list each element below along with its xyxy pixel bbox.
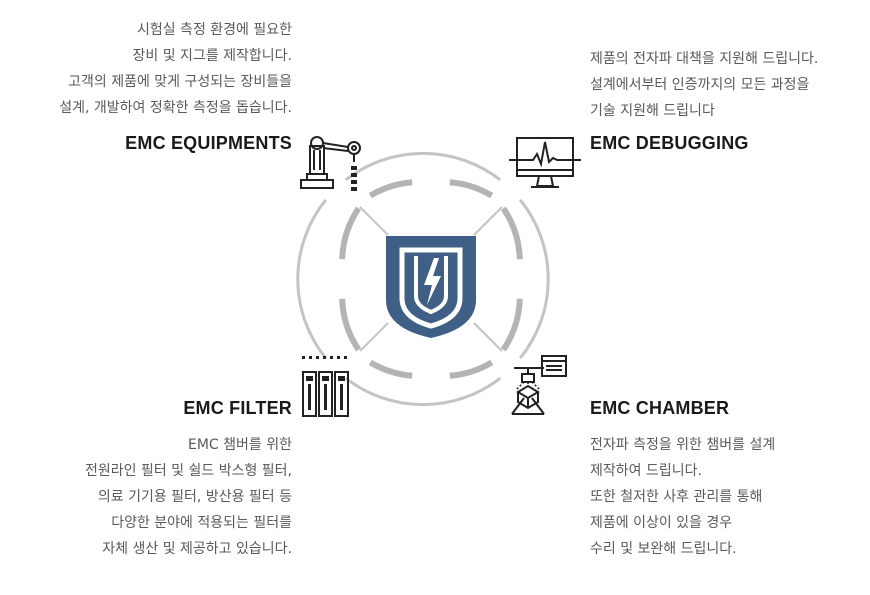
filter-line: 자체 생산 및 제공하고 있습니다. [102,541,292,557]
debugging-line: 설계에서부터 인증까지의 모든 과정을 [590,77,810,93]
equipments-line: 시험실 측정 환경에 필요한 [136,22,292,38]
filter-line: EMC 챔버를 위한 [187,437,292,453]
inner-ring [339,179,523,379]
robot-arm-icon [300,136,361,191]
chamber-description: 전자파 측정을 위한 챔버를 설계 제작하여 드립니다. 또한 철저한 사후 관… [590,432,775,562]
monitor-waveform-icon [509,137,581,188]
debugging-line: 제품의 전자파 대책을 지원해 드립니다. [590,51,819,67]
chamber-line: 수리 및 보완해 드립니다. [590,541,737,557]
chamber-title: EMC CHAMBER [590,398,730,418]
chamber-line: 제작하여 드립니다. [590,463,702,479]
filter-description: EMC 챔버를 위한 전원라인 필터 및 쉴드 박스형 필터, 의료 기기용 필… [85,432,292,562]
chamber-line: 제품에 이상이 있을 경우 [590,515,733,531]
filter-line: 다양한 분야에 적용되는 필터를 [111,515,292,531]
chamber-line: 전자파 측정을 위한 챔버를 설계 [590,437,776,453]
chamber-antenna-icon [511,355,567,415]
filter-line: 의료 기기용 필터, 방산용 필터 등 [97,489,292,505]
filter-title: EMC FILTER [183,398,292,418]
shield-lightning-icon [386,236,476,338]
equipments-line: 설계, 개발하여 정확한 측정을 돕습니다. [59,100,292,116]
outer-ring [296,151,550,407]
diagonal-connectors [359,206,503,352]
filter-line: 전원라인 필터 및 쉴드 박스형 필터, [84,463,292,479]
debugging-description: 제품의 전자파 대책을 지원해 드립니다. 설계에서부터 인증까지의 모든 과정… [590,46,818,124]
equipments-description: 시험실 측정 환경에 필요한 장비 및 지그를 제작합니다. 고객의 제품에 맞… [59,17,292,121]
equipments-line: 장비 및 지그를 제작합니다. [132,48,292,64]
filter-modules-icon [302,356,349,417]
chamber-line: 또한 철저한 사후 관리를 통해 [590,489,763,505]
debugging-title: EMC DEBUGGING [590,133,749,153]
equipments-line: 고객의 제품에 맞게 구성되는 장비들을 [68,74,292,90]
debugging-line: 기술 지원해 드립니다 [590,103,715,119]
equipments-title: EMC EQUIPMENTS [125,133,292,153]
